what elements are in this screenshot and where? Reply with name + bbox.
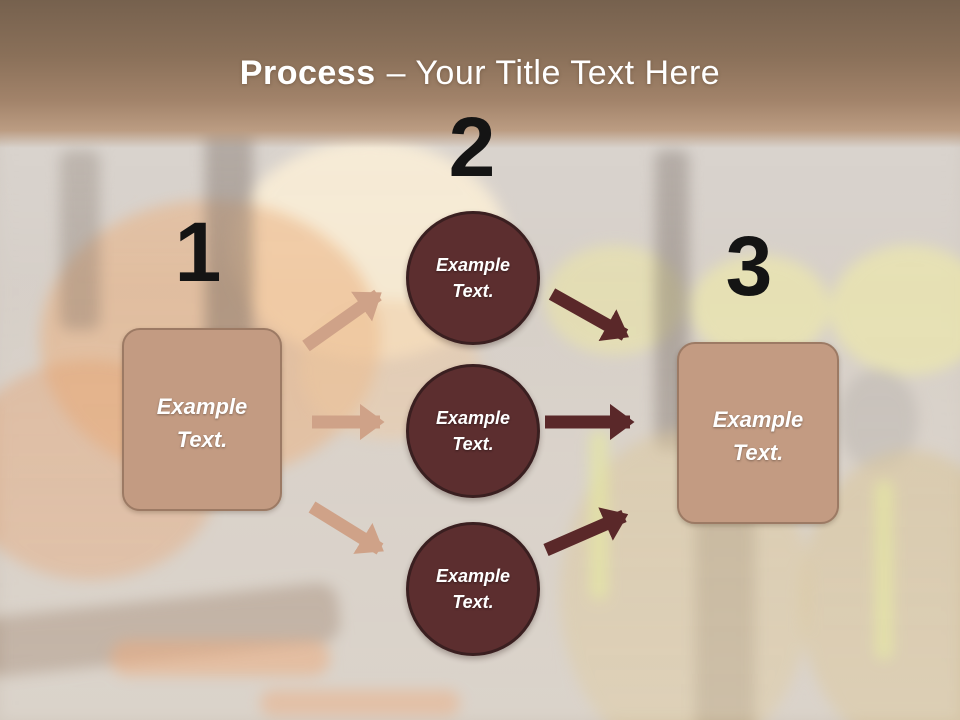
photo-blob xyxy=(205,110,253,370)
photo-blob xyxy=(260,690,460,716)
title-rest: – Your Title Text Here xyxy=(386,54,721,92)
process-circle-2-label: Example Text. xyxy=(435,408,511,454)
process-box-left[interactable]: Example Text. xyxy=(122,328,282,511)
title-bold: Process xyxy=(239,54,376,92)
process-circle-2[interactable]: Example Text. xyxy=(406,364,540,498)
photo-blob xyxy=(60,150,100,330)
process-circle-1[interactable]: Example Text. xyxy=(406,211,540,345)
step-number-1: 1 xyxy=(174,205,222,299)
photo-blob xyxy=(875,480,893,660)
photo-blob xyxy=(830,245,960,375)
process-box-left-label: Example Text. xyxy=(156,393,248,452)
process-circle-1-label: Example Text. xyxy=(435,255,511,301)
process-circle-3[interactable]: Example Text. xyxy=(406,522,540,656)
step-number-3: 3 xyxy=(725,219,773,313)
header-band xyxy=(0,0,960,148)
process-circle-3-label: Example Text. xyxy=(435,566,511,612)
process-box-right-label: Example Text. xyxy=(712,407,804,465)
process-box-right[interactable]: Example Text. xyxy=(677,342,839,524)
page-title: Process – Your Title Text Here xyxy=(0,54,960,93)
photo-blob xyxy=(110,640,330,676)
step-number-2: 2 xyxy=(448,100,496,194)
